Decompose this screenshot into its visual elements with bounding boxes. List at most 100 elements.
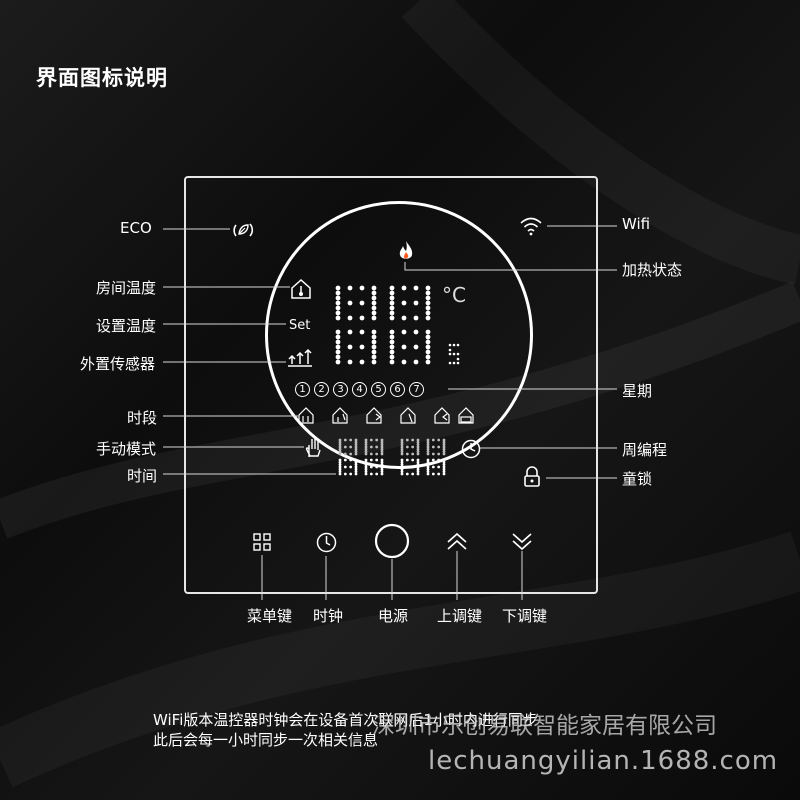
lcd-dot <box>354 447 358 451</box>
lcd-dot <box>354 470 358 474</box>
day-4: 4 <box>352 382 367 397</box>
lcd-dot <box>371 339 377 345</box>
lcd-dot <box>364 443 368 447</box>
lcd-dot <box>338 440 342 444</box>
lcd-dot <box>380 460 384 464</box>
day-5: 5 <box>371 382 386 397</box>
lcd-dot <box>425 344 431 350</box>
menu-grid-icon[interactable] <box>252 532 272 552</box>
lcd-dot <box>400 460 404 464</box>
lcd-dot <box>347 315 353 321</box>
lcd-dot <box>400 438 404 442</box>
lcd-dot <box>400 458 404 462</box>
lcd-dot <box>425 290 431 296</box>
lcd-dot <box>413 329 419 335</box>
lcd-dot <box>426 470 430 474</box>
lcd-dot <box>425 310 431 316</box>
lcd-dot <box>389 334 395 340</box>
room-thermometer-icon <box>291 278 311 299</box>
lcd-dot <box>425 295 431 301</box>
lcd-dot <box>413 359 419 365</box>
lcd-dot <box>442 438 446 442</box>
lcd-dot <box>364 438 368 442</box>
lcd-dot <box>416 450 420 454</box>
lcd-dot <box>442 452 446 456</box>
lcd-dot <box>425 354 431 360</box>
label-eco: ECO <box>120 219 152 237</box>
lcd-dot <box>389 285 395 291</box>
lcd-dot <box>349 472 353 476</box>
lcd-dot <box>380 472 384 476</box>
up-chevron-icon[interactable] <box>445 531 469 551</box>
lcd-dot <box>343 465 347 469</box>
down-button-label: 下调键 <box>502 607 548 625</box>
lcd-dot <box>338 460 342 464</box>
label-period: 时段 <box>127 409 158 427</box>
lcd-dot <box>364 440 368 444</box>
lcd-dot <box>335 349 341 355</box>
time-digits <box>338 438 446 476</box>
lcd-dot <box>426 440 430 444</box>
clock-button-icon[interactable] <box>315 531 338 554</box>
lcd-dot <box>335 285 341 291</box>
lcd-dot <box>371 315 377 321</box>
lcd-dot <box>380 440 384 444</box>
lcd-dot <box>400 452 404 456</box>
power-button-label: 电源 <box>378 607 409 625</box>
lcd-dot <box>347 300 353 306</box>
lcd-dot <box>389 359 395 365</box>
lcd-dot <box>416 443 420 447</box>
lcd-dot <box>413 300 419 306</box>
lcd-dot <box>347 344 353 350</box>
flame-icon <box>399 241 413 259</box>
lcd-dot <box>426 450 430 454</box>
lcd-dot <box>442 445 446 449</box>
lcd-dot <box>369 445 373 449</box>
lcd-dot <box>359 315 365 321</box>
label-time: 时间 <box>127 467 158 485</box>
lcd-dot <box>338 458 342 462</box>
lcd-dot <box>380 443 384 447</box>
lcd-dot <box>364 472 368 476</box>
lcd-dot <box>405 445 409 449</box>
label-weekly-program: 周编程 <box>622 441 668 459</box>
lcd-dot <box>389 349 395 355</box>
lcd-dot <box>375 438 379 442</box>
lcd-dot <box>400 440 404 444</box>
watermark-company: 深圳市乐创易联智能家居有限公司 <box>372 713 717 739</box>
lcd-dot <box>359 344 365 350</box>
lcd-dot <box>413 285 419 291</box>
lcd-dot <box>347 359 353 365</box>
lcd-dot <box>442 443 446 447</box>
power-button-icon[interactable] <box>374 523 410 559</box>
lcd-dot <box>442 465 446 469</box>
lcd-dot <box>413 315 419 321</box>
lcd-dot <box>389 290 395 296</box>
lcd-dot <box>349 465 353 469</box>
lcd-dot <box>426 472 430 476</box>
lcd-dot <box>425 349 431 355</box>
down-chevron-icon[interactable] <box>510 531 534 551</box>
lcd-dot <box>375 452 379 456</box>
lcd-dot <box>369 458 373 462</box>
lcd-dot <box>375 465 379 469</box>
display-dial <box>265 201 533 469</box>
lcd-dot <box>416 447 420 451</box>
lcd-dot <box>437 452 441 456</box>
label-manual-mode: 手动模式 <box>96 440 157 458</box>
lcd-dot <box>426 445 430 449</box>
lcd-dot <box>380 452 384 456</box>
lcd-dot <box>442 467 446 471</box>
lcd-dot <box>411 445 415 449</box>
external-sensor-icon <box>288 348 312 367</box>
lcd-dot <box>416 438 420 442</box>
lcd-dot <box>400 470 404 474</box>
lcd-dot <box>380 463 384 467</box>
lcd-dot <box>442 460 446 464</box>
celsius-unit: °C <box>442 283 466 307</box>
lcd-dot <box>411 438 415 442</box>
lcd-dot <box>400 443 404 447</box>
lcd-dot <box>401 285 407 291</box>
lcd-dot <box>426 460 430 464</box>
lcd-dot <box>389 300 395 306</box>
